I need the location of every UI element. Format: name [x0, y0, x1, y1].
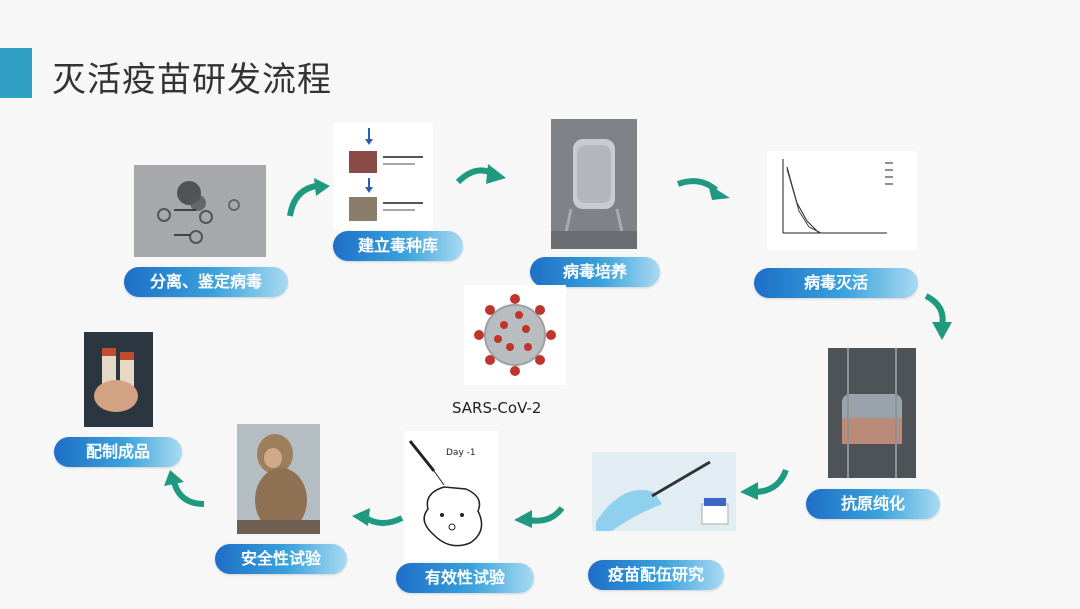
step-label-safety: 安全性试验 — [215, 544, 347, 574]
arrow-3-to-4-icon — [676, 174, 732, 202]
arrow-1-to-2-icon — [286, 178, 332, 218]
monkey-image — [237, 424, 320, 534]
mouse-image-day-text: Day -1 — [446, 448, 476, 458]
page-title: 灭活疫苗研发流程 — [52, 60, 332, 100]
step-label-inactivate: 病毒灭活 — [754, 268, 918, 298]
arrow-6-to-7-icon — [514, 504, 565, 530]
arrow-2-to-3-icon — [455, 160, 508, 188]
step-label-culture: 病毒培养 — [530, 257, 660, 287]
step-label-seed-bank: 建立毒种库 — [333, 231, 463, 261]
arrow-7-to-8-icon — [352, 506, 404, 530]
step-label-efficacy: 有效性试验 — [396, 563, 534, 593]
step-label-purify: 抗原纯化 — [806, 489, 940, 519]
title-accent-bar — [0, 48, 32, 98]
arrow-5-to-6-icon — [738, 466, 789, 502]
inactivation-curve-image — [767, 151, 917, 250]
mouse-injection-image: Day -1 — [404, 431, 498, 561]
step-label-formulation: 疫苗配伍研究 — [588, 560, 724, 590]
seed-bank-image — [333, 123, 433, 230]
purification-image — [828, 348, 916, 478]
step-label-isolate: 分离、鉴定病毒 — [124, 267, 288, 297]
step-label-final-product: 配制成品 — [54, 437, 182, 467]
arrow-4-to-5-icon — [922, 292, 956, 342]
vials-image — [84, 332, 153, 427]
bioreactor-image — [551, 119, 637, 249]
virus-caption: SARS-CoV-2 — [452, 399, 542, 417]
virus-image — [464, 285, 566, 385]
formulation-image — [592, 452, 736, 531]
em-micrograph-image — [134, 165, 266, 257]
arrow-8-to-9-icon — [160, 470, 206, 510]
